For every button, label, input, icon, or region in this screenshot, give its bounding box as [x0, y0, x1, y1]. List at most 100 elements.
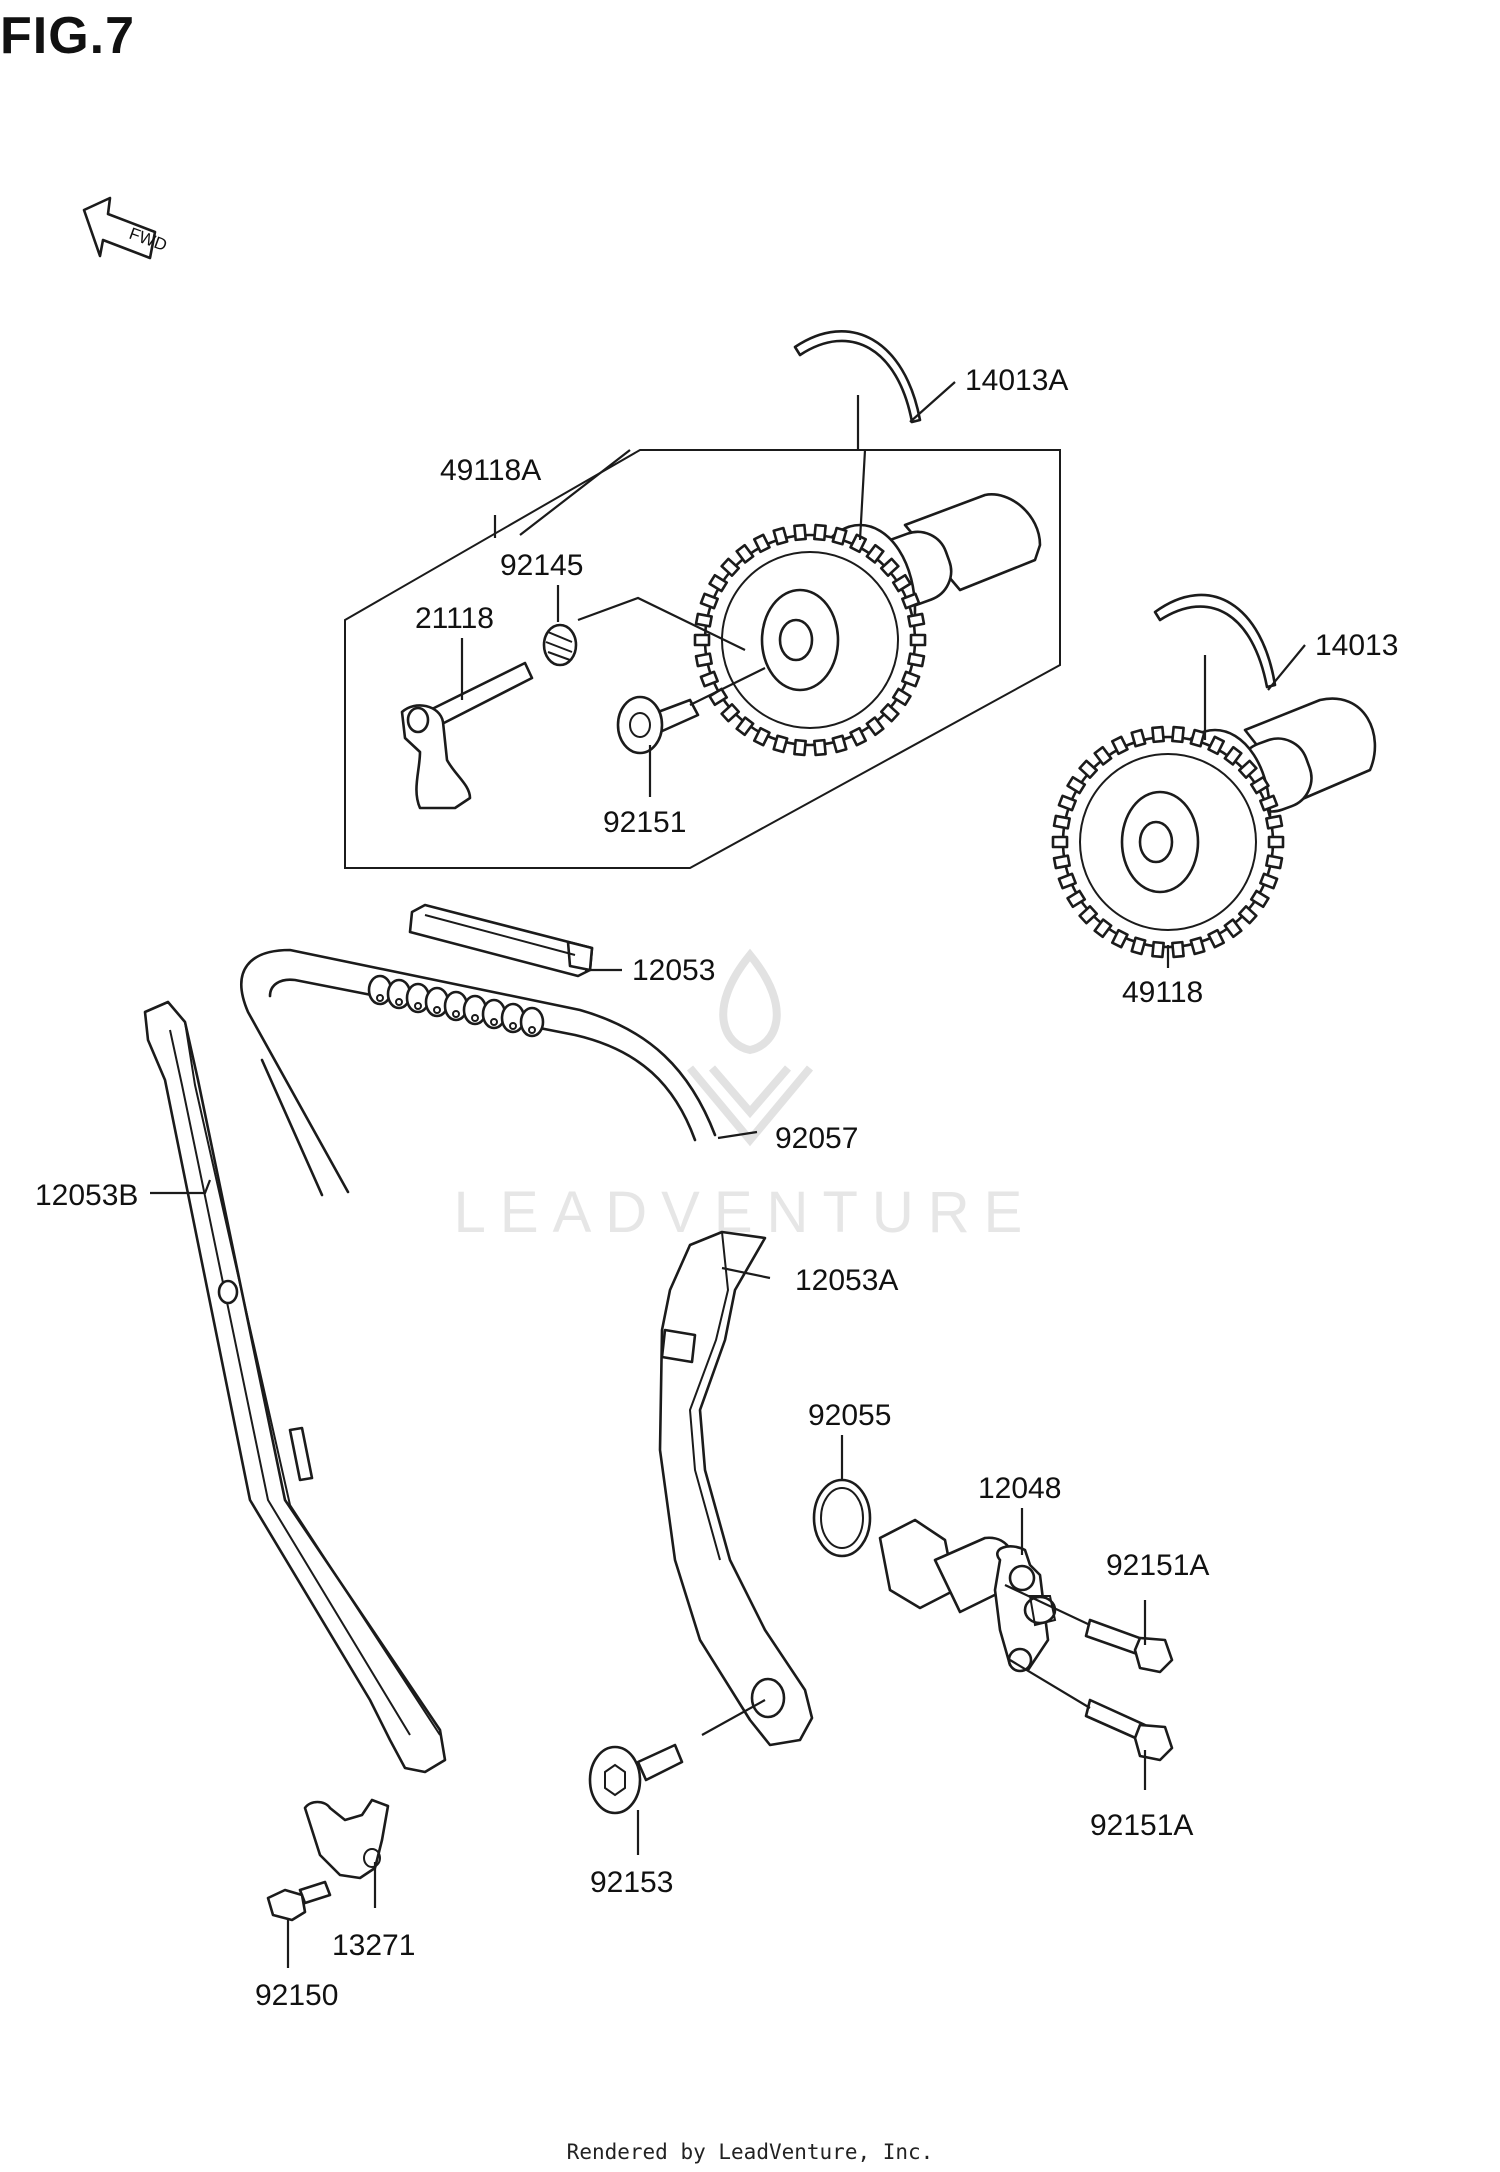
sprocket-tooth [813, 523, 827, 542]
label-92150: 92150 [255, 1979, 338, 2012]
sprocket-tooth [752, 726, 771, 747]
chain-link [519, 1006, 545, 1038]
sprocket-tooth [1259, 872, 1279, 890]
sprocket-tooth [849, 726, 868, 747]
label-92057: 92057 [775, 1122, 858, 1155]
sprocket-tooth [1189, 936, 1206, 956]
sprocket-tooth [865, 543, 885, 564]
sprocket-tooth [1052, 854, 1071, 870]
part-12048-chain-tensioner [878, 1518, 1057, 1673]
sprocket-tooth [907, 612, 926, 628]
part-92057-timing-chain [240, 948, 717, 1197]
sprocket-tooth [1130, 728, 1147, 748]
sprocket-tooth [1223, 745, 1243, 766]
sprocket-tooth [1249, 775, 1270, 795]
chain-pin [528, 1026, 536, 1034]
label-14013: 14013 [1315, 629, 1398, 662]
sprocket-tooth [1130, 936, 1147, 956]
sprocket-tooth [793, 523, 807, 542]
sprocket-tooth [813, 738, 827, 757]
sprocket-tooth [1171, 725, 1185, 744]
label-12053: 12053 [632, 954, 715, 987]
label-49118: 49118 [1122, 976, 1203, 1009]
sprocket-tooth [1093, 745, 1113, 766]
part-92153-bolt [588, 1743, 684, 1815]
sprocket-tooth [1052, 814, 1071, 830]
sprocket-tooth [1110, 928, 1129, 949]
chain-pin [490, 1018, 498, 1026]
chain-pin [414, 1002, 422, 1010]
fwd-arrow-icon: FWD [82, 196, 170, 260]
sprocket-tooth [907, 652, 926, 668]
sprocket-tooth [879, 703, 900, 723]
sprocket-tooth [1110, 735, 1129, 756]
sprocket-tooth [735, 543, 755, 564]
sprocket-tooth [1151, 725, 1165, 744]
sprocket-tooth [909, 633, 927, 647]
part-14013-ring [1153, 593, 1277, 689]
part-12053B-chain-guide [143, 1000, 447, 1774]
sprocket-tooth [694, 612, 713, 628]
sprocket-tooth [1093, 918, 1113, 939]
part-49118A-sprocket-teeth [693, 523, 927, 757]
sprocket-tooth [891, 573, 912, 593]
part-12053A-tensioner-guide [658, 1230, 814, 1747]
sprocket-tooth [1171, 940, 1185, 959]
chain-pin [452, 1010, 460, 1018]
part-92055-o-ring [812, 1478, 872, 1558]
sprocket-tooth [831, 526, 848, 546]
sprocket-tooth [699, 670, 719, 688]
part-13271-plate [303, 1798, 390, 1880]
part-92151-bolt [616, 695, 700, 755]
sprocket-tooth [1265, 814, 1284, 830]
sprocket-tooth [1051, 835, 1069, 849]
sprocket-tooth [831, 734, 848, 754]
label-92055: 92055 [808, 1399, 891, 1432]
sprocket-tooth [1207, 928, 1226, 949]
sprocket-tooth [1057, 794, 1077, 812]
sprocket-tooth [1057, 872, 1077, 890]
sprocket-tooth [1237, 759, 1258, 779]
label-21118: 21118 [415, 602, 494, 635]
sprocket-tooth [1249, 889, 1270, 909]
part-92151A-bolt-lower [1084, 1698, 1174, 1762]
part-92150-bolt [266, 1880, 332, 1922]
watermark-logo: LEADVENTURE [454, 948, 1022, 1245]
label-92151: 92151 [603, 806, 686, 839]
sprocket-tooth [1066, 889, 1087, 909]
sprocket-tooth [891, 687, 912, 707]
chain-pin [376, 994, 384, 1002]
sprocket-tooth [720, 703, 741, 723]
sprocket-tooth [1237, 905, 1258, 925]
part-14013A-ring [793, 330, 922, 424]
sprocket-tooth [1189, 728, 1206, 748]
label-14013A: 14013A [965, 364, 1068, 397]
sprocket-tooth [1151, 940, 1165, 959]
part-49118-camshaft [1061, 697, 1377, 949]
sprocket-tooth [901, 670, 921, 688]
sprocket-tooth [1265, 854, 1284, 870]
sprocket-tooth [1078, 905, 1099, 925]
label-92153: 92153 [590, 1866, 673, 1899]
label-92151A-upper: 92151A [1106, 1549, 1209, 1582]
sprocket-tooth [752, 533, 771, 554]
sprocket-tooth [1259, 794, 1279, 812]
part-21118-decompression-lever [400, 661, 534, 810]
part-92151A-bolt-upper [1084, 1618, 1174, 1674]
sprocket-tooth [1207, 735, 1226, 756]
sprocket-tooth [879, 557, 900, 577]
sprocket-tooth [1078, 759, 1099, 779]
label-12053B: 12053B [35, 1179, 138, 1212]
sprocket-tooth [720, 557, 741, 577]
figure-title: FIG.7 [0, 7, 136, 65]
sprocket-tooth [708, 573, 729, 593]
label-92151A-lower: 92151A [1090, 1809, 1193, 1842]
part-49118A-camshaft [703, 493, 1042, 747]
footer-credit: Rendered by LeadVenture, Inc. [566, 2140, 934, 2164]
sprocket-tooth [735, 716, 755, 737]
sprocket-tooth [1223, 918, 1243, 939]
part-labels: 14013A 49118A 92145 21118 92151 14013 49… [35, 364, 1398, 2012]
label-12048: 12048 [978, 1472, 1061, 1505]
part-12053-chain-guide [408, 903, 594, 978]
sprocket-tooth [793, 738, 807, 757]
